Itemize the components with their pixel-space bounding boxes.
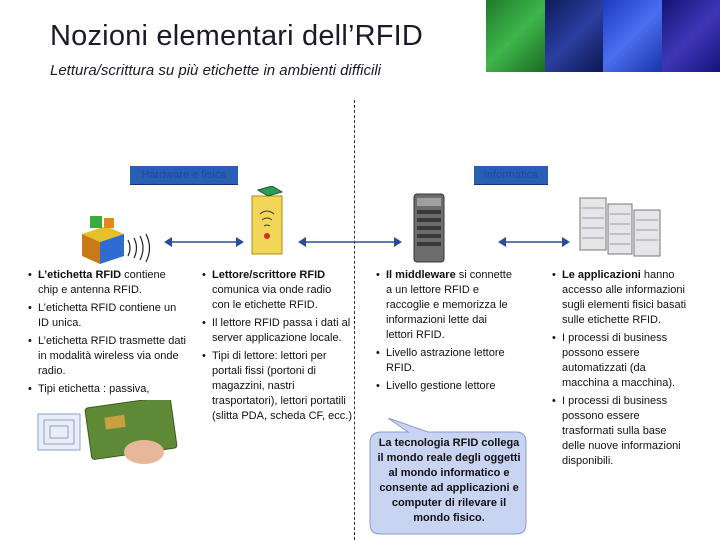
photo-green-plug <box>486 0 545 72</box>
list-item-text: I processi di business possono essere tr… <box>562 395 681 467</box>
callout-text: La tecnologia RFID collega il mondo real… <box>377 437 521 524</box>
callout-box: La tecnologia RFID collega il mondo real… <box>368 418 528 536</box>
list-item-text: Livello gestione lettore <box>386 380 496 392</box>
list-item-text: Livello astrazione lettore RFID. <box>386 347 505 374</box>
list-item: Tipi etichetta : passiva, <box>28 382 188 397</box>
list-applications: Le applicazioni hanno accesso alle infor… <box>552 268 692 469</box>
column-tag: L’etichetta RFID contiene chip e antenna… <box>28 268 188 400</box>
list-item-strong: Il middleware <box>386 269 456 281</box>
list-reader: Lettore/scrittore RFID comunica via onde… <box>202 268 352 424</box>
photo-pda <box>603 0 662 72</box>
list-item: Lettore/scrittore RFID comunica via onde… <box>202 268 352 313</box>
rfid-tag-card-icon <box>37 400 178 464</box>
list-middleware: Il middleware si connette a un lettore R… <box>376 268 516 394</box>
header-photo-strip <box>486 0 720 72</box>
package-rfid-icon <box>82 216 151 264</box>
arrow-tag-reader <box>164 237 244 247</box>
list-item: Le applicazioni hanno accesso alle infor… <box>552 268 692 328</box>
list-item: Tipi di lettore: lettori per portali fis… <box>202 349 352 424</box>
list-item-strong: Le applicazioni <box>562 269 641 281</box>
list-item-text: Tipi di lettore: lettori per portali fis… <box>212 350 352 422</box>
list-item-text: comunica via onde radio con le etichette… <box>212 284 332 311</box>
list-item-text: I processi di business possono essere au… <box>562 332 676 389</box>
server-rack-icon <box>579 197 661 257</box>
list-item-strong: L’etichetta RFID <box>38 269 122 281</box>
list-item: L’etichetta RFID trasmette dati in modal… <box>28 334 188 379</box>
photo-hand <box>661 0 720 72</box>
column-applications: Le applicazioni hanno accesso alle infor… <box>552 268 692 472</box>
column-reader: Lettore/scrittore RFID comunica via onde… <box>202 268 352 427</box>
list-item: I processi di business possono essere au… <box>552 331 692 391</box>
list-item-text: Il lettore RFID passa i dati al server a… <box>212 317 351 344</box>
label-hardware: Hardware e fisica <box>130 166 238 185</box>
list-item-text: contiene chip e antenna RFID. <box>38 269 166 296</box>
column-middleware: Il middleware si connette a un lettore R… <box>376 268 516 397</box>
list-item: L’etichetta RFID contiene chip e antenna… <box>28 268 188 298</box>
list-tag: L’etichetta RFID contiene chip e antenna… <box>28 268 188 397</box>
list-item-text: hanno accesso alle informazioni sugli el… <box>562 269 687 326</box>
list-item: Il middleware si connette a un lettore R… <box>376 268 516 343</box>
list-item-text: si connette a un lettore RFID e raccogli… <box>386 269 512 341</box>
list-item-strong: Lettore/scrittore RFID <box>212 269 326 281</box>
server-icon <box>413 193 445 263</box>
label-software: Informatica <box>474 166 548 185</box>
list-item: I processi di business possono essere tr… <box>552 394 692 469</box>
list-item: Il lettore RFID passa i dati al server a… <box>202 316 352 346</box>
arrow-middleware-apps <box>498 237 570 247</box>
arrow-reader-middleware <box>298 237 402 247</box>
page-subtitle: Lettura/scrittura su più etichette in am… <box>50 62 381 79</box>
rfid-reader-icon <box>251 186 284 255</box>
list-item-text: L’etichetta RFID trasmette dati in modal… <box>38 335 186 377</box>
photo-phone <box>544 0 603 72</box>
list-item-text: Tipi etichetta : passiva, <box>38 383 150 395</box>
list-item: Livello gestione lettore <box>376 379 516 394</box>
section-divider <box>354 100 355 540</box>
list-item: Livello astrazione lettore RFID. <box>376 346 516 376</box>
list-item: L’etichetta RFID contiene un ID unica. <box>28 301 188 331</box>
page-title: Nozioni elementari dell’RFID <box>50 20 424 52</box>
list-item-text: L’etichetta RFID contiene un ID unica. <box>38 302 177 329</box>
callout-bubble-shape <box>369 418 527 535</box>
